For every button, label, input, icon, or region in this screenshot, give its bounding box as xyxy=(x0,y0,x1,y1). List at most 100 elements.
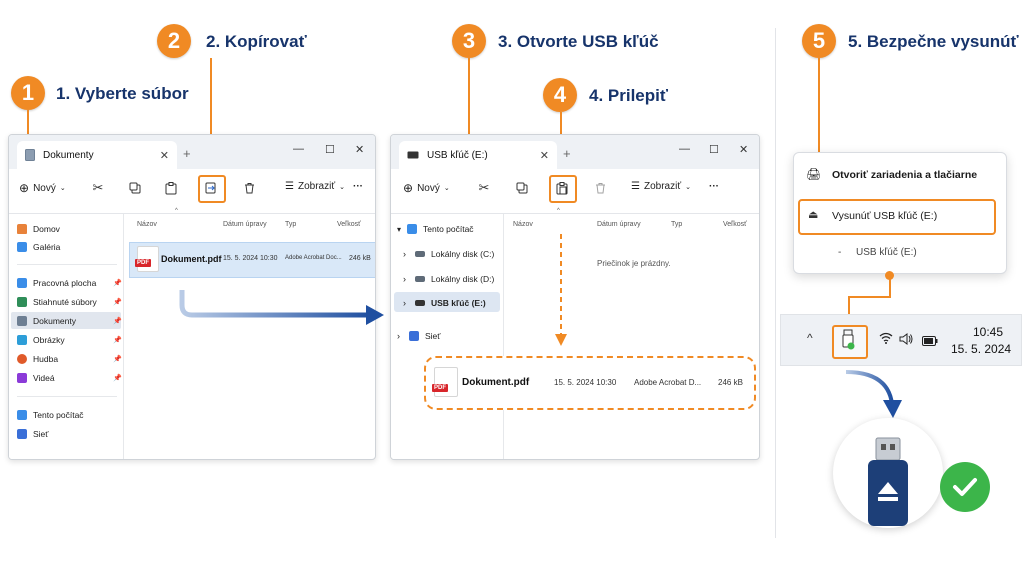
new-button[interactable]: ⊕ Nový ⌄ xyxy=(19,181,66,195)
new-button[interactable]: ⊕ Nový ⌄ xyxy=(403,181,450,195)
column-header-name[interactable]: Názov xyxy=(137,221,157,228)
title-bar: USB kľúč (E:) ✕ + — ☐ ✕ xyxy=(391,135,759,169)
connector-dot xyxy=(885,271,894,280)
open-devices-item[interactable]: Otvoriť zariadenia a tlačiarne xyxy=(832,169,978,181)
close-icon[interactable]: ✕ xyxy=(739,144,749,156)
more-options-button[interactable]: ··· xyxy=(709,181,719,192)
view-button[interactable]: ☰ Zobraziť ⌄ xyxy=(631,181,691,192)
copy-to-icon[interactable] xyxy=(202,179,220,197)
new-tab-icon[interactable]: + xyxy=(563,146,571,161)
show-hidden-icons-chevron[interactable]: ^ xyxy=(807,331,813,345)
nav-item-selected-bg xyxy=(11,312,121,329)
pasted-file-size: 246 kB xyxy=(718,378,743,387)
title-bar: Dokumenty ✕ + — ☐ ✕ xyxy=(9,135,375,169)
nav-item-downloads[interactable]: Stiahnuté súbory xyxy=(17,297,97,307)
nav-item-usb-drive[interactable]: › USB kľúč (E:) xyxy=(403,298,486,308)
nav-item-gallery[interactable]: Galéria xyxy=(17,242,60,252)
eject-usb-item[interactable]: Vysunúť USB kľúč (E:) xyxy=(832,210,938,222)
nav-item-music[interactable]: Hudba xyxy=(17,354,58,364)
pin-icon: 📌 xyxy=(113,299,122,306)
volume-icon[interactable] xyxy=(899,332,913,350)
step-1-badge: 1 xyxy=(11,76,45,110)
navigation-pane: ▾ Tento počítač › Lokálny disk (C:) › Lo… xyxy=(391,214,504,459)
delete-icon[interactable] xyxy=(240,179,258,197)
toolbar: ⊕ Nový ⌄ ✂ ☰ Zobraziť ⌄ ··· xyxy=(9,169,375,214)
clock-date[interactable]: 15. 5. 2024 xyxy=(951,342,1012,356)
pasted-file-name: Dokument.pdf xyxy=(462,377,530,388)
usb-safe-remove-icon[interactable] xyxy=(841,329,855,351)
nav-item-this-pc[interactable]: Tento počítač xyxy=(17,410,84,420)
file-row-selected[interactable] xyxy=(129,242,375,278)
view-button[interactable]: ☰ Zobraziť ⌄ xyxy=(285,181,345,192)
chevron-icon: ▾ xyxy=(397,224,402,234)
nav-item-network[interactable]: Sieť xyxy=(17,429,48,439)
copy-icon[interactable] xyxy=(513,179,531,197)
nav-item-home[interactable]: Domov xyxy=(17,224,60,234)
wifi-icon[interactable] xyxy=(879,332,893,347)
pdf-badge: PDF xyxy=(135,259,151,267)
new-tab-icon[interactable]: + xyxy=(183,146,191,161)
music-icon xyxy=(17,354,27,364)
nav-item-videos[interactable]: Videá xyxy=(17,373,55,383)
tray-connector-v1 xyxy=(889,275,891,297)
computer-icon xyxy=(17,410,27,420)
cut-icon[interactable]: ✂ xyxy=(92,180,104,195)
column-header-type[interactable]: Typ xyxy=(285,221,297,228)
nav-item-selected-bg xyxy=(394,292,500,312)
pin-icon: 📌 xyxy=(113,318,122,325)
nav-item-pictures[interactable]: Obrázky xyxy=(17,335,65,345)
column-header-size[interactable]: Veľkosť xyxy=(723,221,747,228)
eject-arrow xyxy=(845,370,902,418)
nav-item-this-pc[interactable]: ▾ Tento počítač xyxy=(397,224,474,234)
nav-item-network[interactable]: › Sieť xyxy=(397,331,441,341)
cut-icon[interactable]: ✂ xyxy=(478,180,490,195)
nav-item-documents[interactable]: Dokumenty xyxy=(17,316,76,326)
nav-item-local-disk-c[interactable]: › Lokálny disk (C:) xyxy=(403,249,495,259)
sort-indicator-icon: ^ xyxy=(175,208,178,214)
tab-documents[interactable]: Dokumenty ✕ xyxy=(17,141,177,169)
nav-item-local-disk-d[interactable]: › Lokálny disk (D:) xyxy=(403,274,495,284)
transfer-arrow xyxy=(179,290,384,325)
step-5-badge: 5 xyxy=(802,24,836,58)
pin-icon: 📌 xyxy=(113,356,122,363)
nav-item-desktop[interactable]: Pracovná plocha xyxy=(17,278,96,288)
battery-icon[interactable] xyxy=(922,333,938,351)
column-header-name[interactable]: Názov xyxy=(513,221,533,228)
more-options-button[interactable]: ··· xyxy=(353,181,363,192)
copy-icon[interactable] xyxy=(126,179,144,197)
usb-drive-tab-icon xyxy=(407,151,419,159)
view-icon: ☰ xyxy=(285,181,294,192)
chevron-icon: › xyxy=(403,274,406,284)
tab-close-icon[interactable]: ✕ xyxy=(159,149,169,162)
view-icon: ☰ xyxy=(631,181,640,192)
pin-icon: 📌 xyxy=(113,280,122,287)
eject-item-highlight xyxy=(798,199,996,235)
usb-sub-dash: - xyxy=(838,247,842,258)
new-button-label: Nový xyxy=(33,182,56,194)
column-header-type[interactable]: Typ xyxy=(671,221,683,228)
column-header-date[interactable]: Dátum úpravy xyxy=(597,221,641,228)
maximize-icon[interactable]: ☐ xyxy=(709,144,719,156)
usb-sub-item: USB kľúč (E:) xyxy=(856,247,917,258)
maximize-icon[interactable]: ☐ xyxy=(325,144,335,156)
close-icon[interactable]: ✕ xyxy=(355,144,365,156)
delete-icon[interactable] xyxy=(591,179,609,197)
paste-icon[interactable] xyxy=(553,179,571,197)
nav-separator xyxy=(17,264,117,265)
chevron-down-icon: ⌄ xyxy=(339,183,345,191)
pin-icon: 📌 xyxy=(113,337,122,344)
step-2-connector xyxy=(210,58,212,176)
plus-circle-icon: ⊕ xyxy=(19,181,30,195)
computer-icon xyxy=(407,224,417,234)
usb-drive-eject-icon xyxy=(868,437,908,526)
tab-usb-drive[interactable]: USB kľúč (E:) ✕ xyxy=(399,141,557,169)
minimize-icon[interactable]: — xyxy=(679,143,690,155)
paste-icon[interactable] xyxy=(162,179,180,197)
tab-close-icon[interactable]: ✕ xyxy=(539,149,549,162)
column-header-date[interactable]: Dátum úpravy xyxy=(223,221,267,228)
pasted-file-row[interactable] xyxy=(424,356,756,410)
minimize-icon[interactable]: — xyxy=(293,143,304,155)
clock-time[interactable]: 10:45 xyxy=(973,325,1004,339)
column-header-size[interactable]: Veľkosť xyxy=(337,221,361,228)
step-3-title: 3. Otvorte USB kľúč xyxy=(498,32,659,51)
